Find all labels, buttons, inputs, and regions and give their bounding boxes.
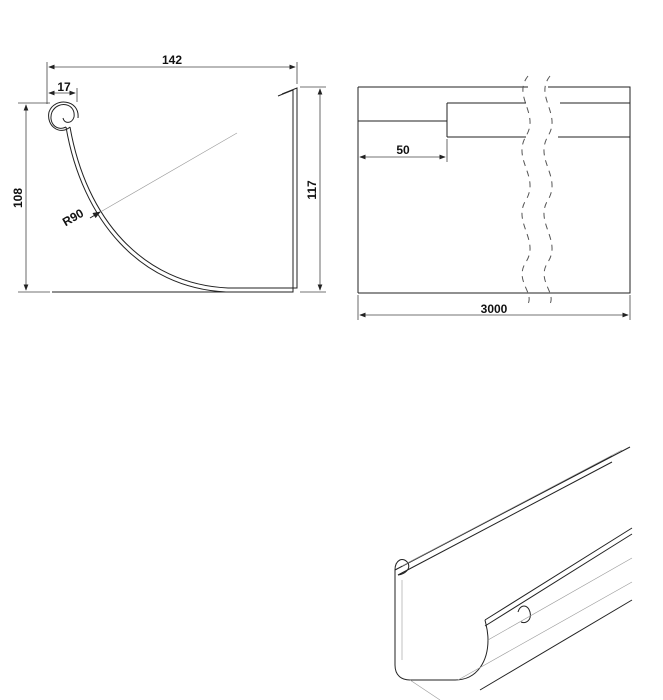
isometric-view xyxy=(394,446,633,700)
back-height-dimension xyxy=(300,86,326,293)
break-line-right xyxy=(543,75,553,305)
radius-label: R90 xyxy=(60,206,86,229)
front-height-label: 108 xyxy=(11,188,25,208)
front-height-dimension xyxy=(18,102,50,293)
side-right-section xyxy=(548,86,631,294)
overlap-dimension xyxy=(359,139,448,162)
length-label: 3000 xyxy=(481,302,508,316)
gutter-profile-outline xyxy=(48,87,298,293)
iso-seam-notch xyxy=(517,605,531,623)
side-view: 50 3000 xyxy=(357,75,631,320)
profile-view: 142 17 108 117 R90 xyxy=(11,53,326,293)
length-dimension xyxy=(357,295,631,320)
iso-front-curve xyxy=(454,619,489,681)
back-height-label: 117 xyxy=(305,180,319,200)
bead-dimension xyxy=(48,88,78,102)
break-line-left xyxy=(521,75,531,305)
width-label: 142 xyxy=(162,53,182,67)
radius-leader-line xyxy=(89,132,238,219)
radius-arrow xyxy=(89,211,101,219)
iso-front-left xyxy=(394,570,455,681)
overlap-label: 50 xyxy=(396,143,410,157)
width-dimension xyxy=(46,62,298,104)
bead-label: 17 xyxy=(57,80,71,94)
